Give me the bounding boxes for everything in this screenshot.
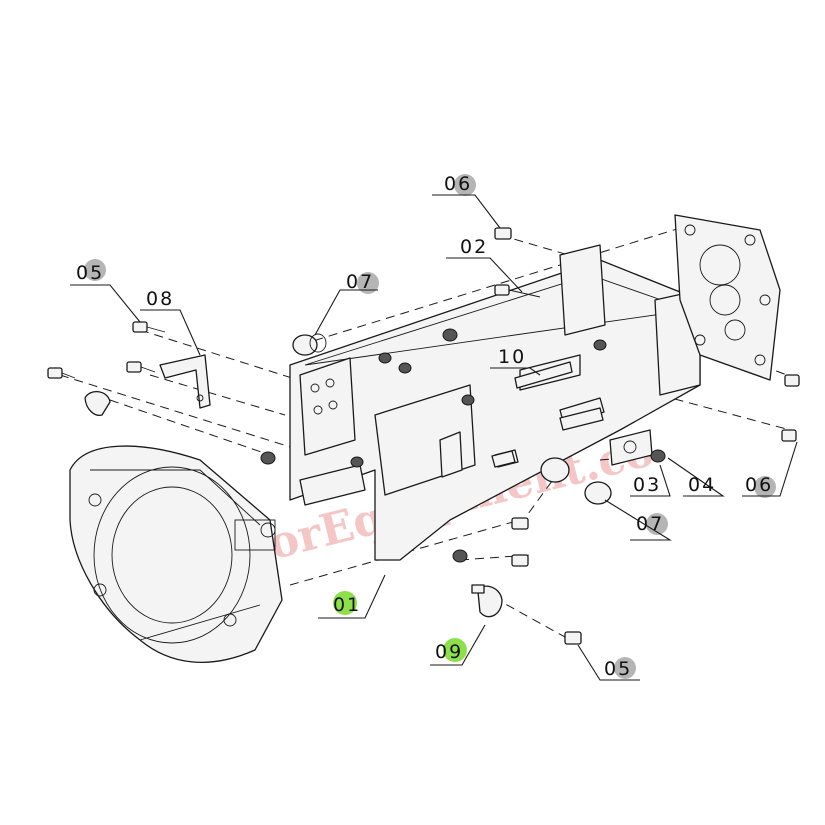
label-09: 09: [435, 641, 463, 663]
label-07-lower: 07: [636, 513, 664, 535]
small-plates: [491, 407, 604, 468]
label-05-upper: 05: [76, 262, 104, 284]
label-08: 08: [146, 288, 174, 310]
bolt-lower-center: [511, 517, 529, 567]
label-03: 03: [633, 474, 661, 496]
label-bubbles: [84, 174, 776, 679]
part-labels: 01 02 03 04 05 05 06 06 07 07 08 09 10: [76, 173, 773, 680]
bolt-05-upper: [132, 321, 166, 333]
bolt-02: [494, 284, 541, 298]
leader-lines: [70, 194, 798, 681]
bolt-06-upper: [494, 227, 512, 240]
label-05-lower: 05: [604, 658, 632, 680]
bushing-07-upper: [292, 333, 327, 356]
nut-group-center: [260, 328, 666, 563]
clamp-09: [471, 584, 503, 618]
bolt-left-b: [126, 361, 156, 373]
bracket-10: [514, 361, 573, 389]
clamp-left: [84, 391, 111, 416]
bolt-05-lower: [564, 631, 582, 645]
label-06-right: 06: [745, 474, 773, 496]
label-04: 04: [688, 474, 716, 496]
label-10: 10: [498, 346, 526, 368]
label-06-upper: 06: [444, 173, 472, 195]
bolt-left-a: [47, 367, 76, 379]
label-07-upper: 07: [346, 271, 374, 293]
clutch-housing: [69, 445, 283, 663]
label-02: 02: [460, 236, 488, 258]
label-01: 01: [333, 594, 361, 616]
rear-end-plate: [674, 214, 781, 381]
bushing-07-lower: [540, 457, 612, 505]
bracket-08: [159, 354, 211, 409]
bolt-06-right: [781, 374, 800, 442]
